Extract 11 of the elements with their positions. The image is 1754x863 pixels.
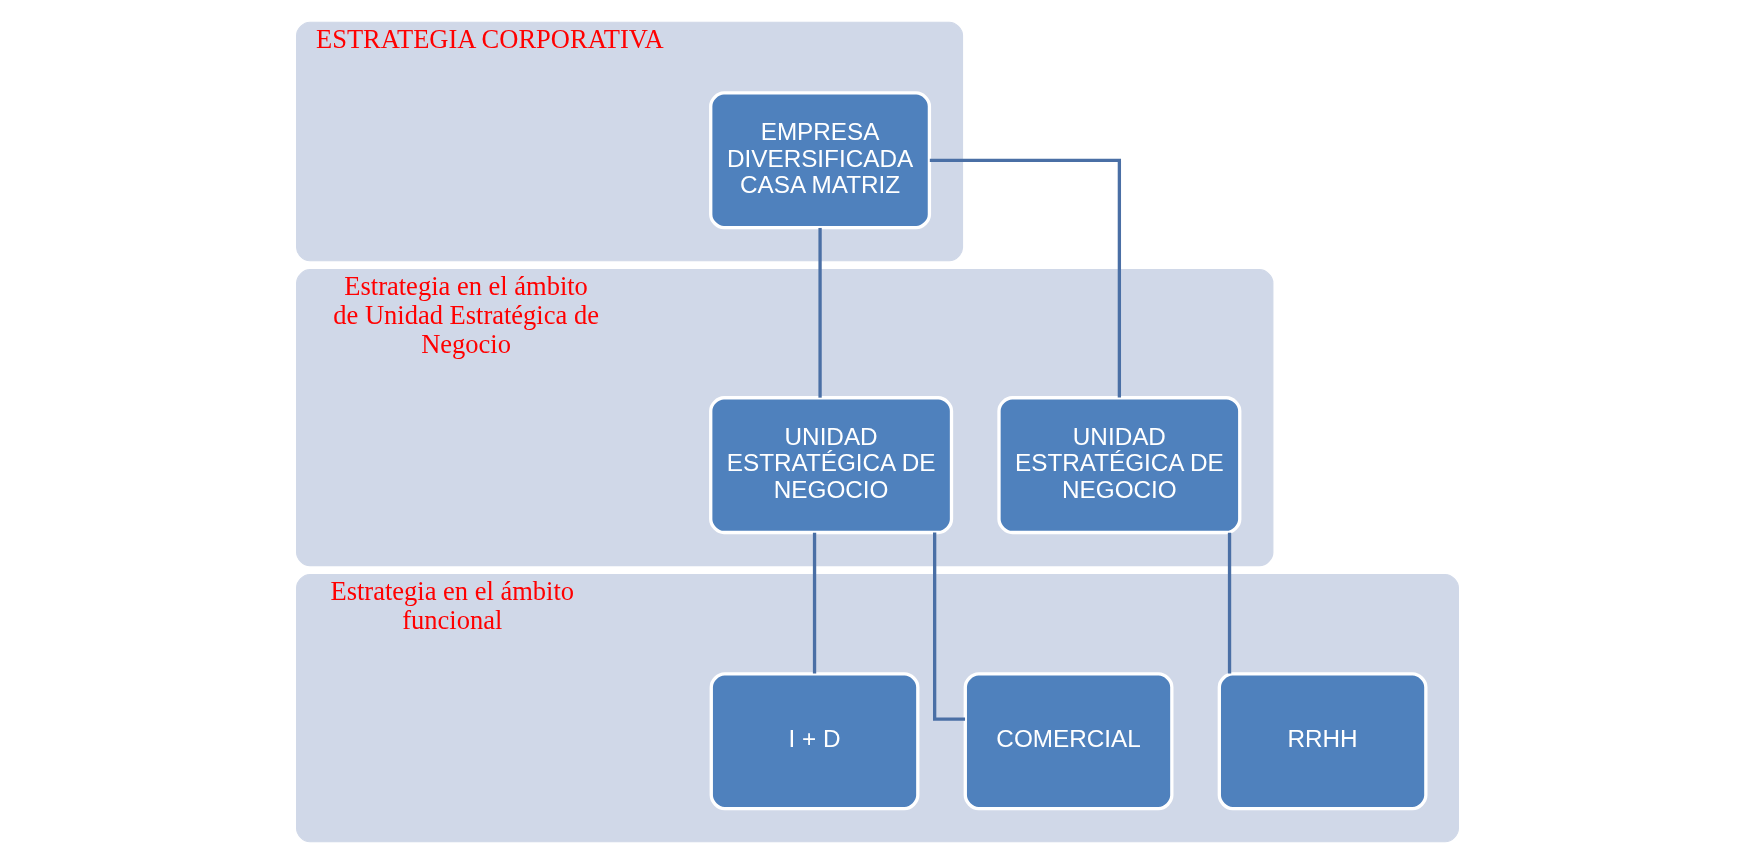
connector: [932, 532, 965, 721]
node-box: UNIDAD ESTRATÉGICA DE NEGOCIO: [708, 395, 953, 534]
connector: [812, 532, 816, 673]
node-box: COMERCIAL: [963, 671, 1173, 810]
node-box: RRHH: [1217, 671, 1427, 810]
connector: [1227, 532, 1231, 673]
node-box: I + D: [709, 671, 919, 810]
connector: [817, 227, 822, 398]
node-box: UNIDAD ESTRATÉGICA DE NEGOCIO: [996, 395, 1241, 534]
node-box: EMPRESA DIVERSIFICADA CASA MATRIZ: [708, 90, 931, 229]
connector: [929, 158, 1121, 397]
